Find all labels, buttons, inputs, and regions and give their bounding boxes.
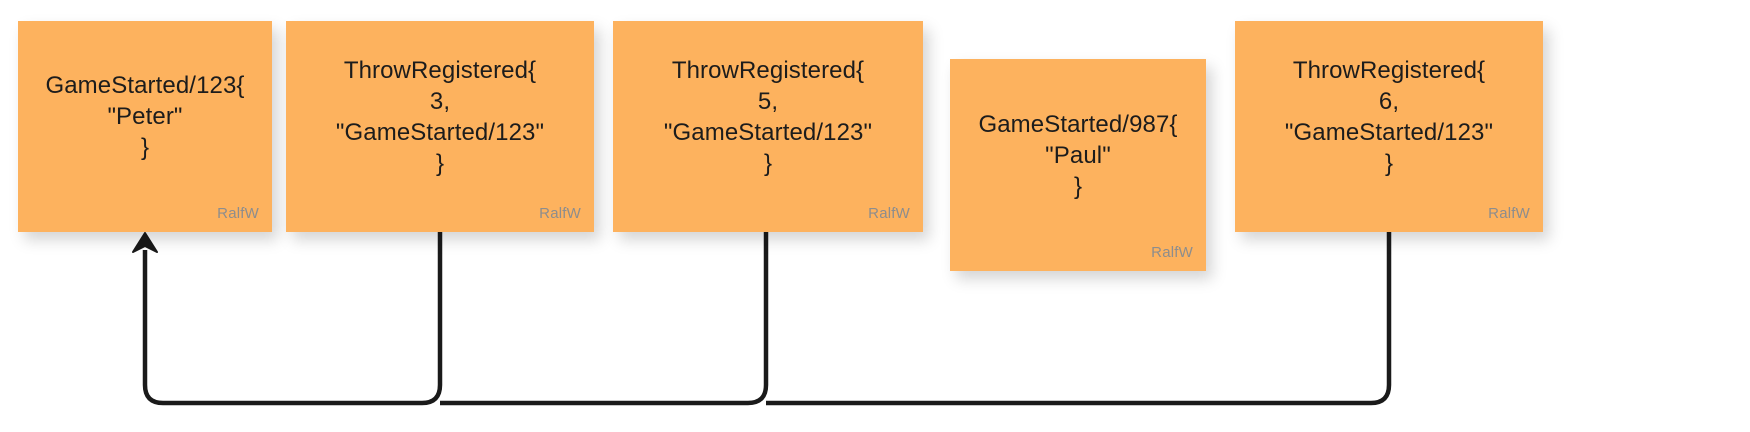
arrowhead-icon: [132, 232, 158, 253]
sticky-note-text: ThrowRegistered{ 6, "GameStarted/123" }: [1284, 56, 1494, 177]
connector-throw-3-to-game-123[interactable]: [132, 232, 443, 406]
connector-throw-5-to-game-123[interactable]: [440, 232, 769, 406]
sticky-note-game-started-987[interactable]: GameStarted/987{ "Paul" } RalfW: [950, 59, 1206, 271]
sticky-note-author: RalfW: [217, 205, 259, 222]
sticky-note-author: RalfW: [1151, 244, 1193, 261]
sticky-note-text: GameStarted/123{ "Peter" }: [45, 72, 245, 161]
sticky-note-author: RalfW: [1488, 205, 1530, 222]
sticky-note-author: RalfW: [868, 205, 910, 222]
sticky-note-text: ThrowRegistered{ 5, "GameStarted/123" }: [663, 56, 873, 177]
sticky-note-text: ThrowRegistered{ 3, "GameStarted/123" }: [335, 56, 545, 177]
sticky-note-game-started-123[interactable]: GameStarted/123{ "Peter" } RalfW: [18, 21, 272, 232]
sticky-note-throw-registered-5[interactable]: ThrowRegistered{ 5, "GameStarted/123" } …: [613, 21, 923, 232]
sticky-note-text: GameStarted/987{ "Paul" }: [978, 110, 1178, 200]
sticky-note-author: RalfW: [539, 205, 581, 222]
sticky-note-throw-registered-6[interactable]: ThrowRegistered{ 6, "GameStarted/123" } …: [1235, 21, 1543, 232]
sticky-note-throw-registered-3[interactable]: ThrowRegistered{ 3, "GameStarted/123" } …: [286, 21, 594, 232]
